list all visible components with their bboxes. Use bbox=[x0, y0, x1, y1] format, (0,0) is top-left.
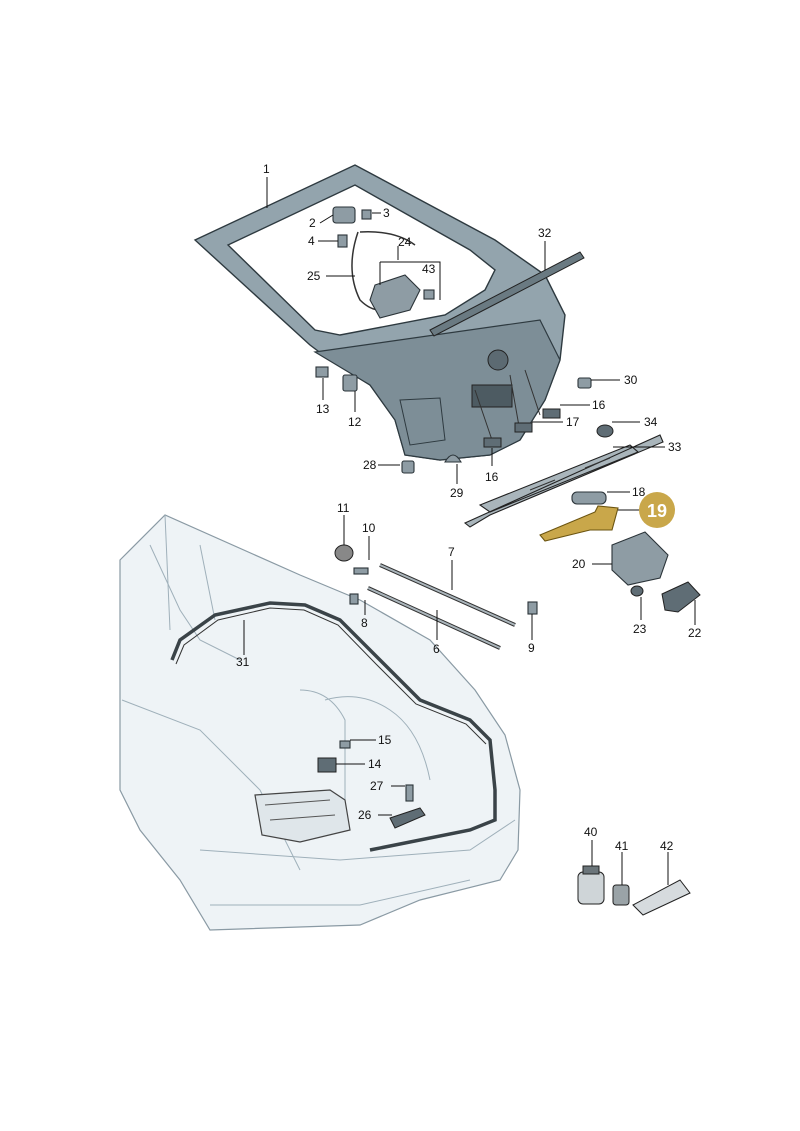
bolt-part bbox=[361, 209, 372, 220]
label-19: 19 bbox=[647, 501, 667, 521]
part-14 bbox=[317, 757, 337, 773]
part-29 bbox=[444, 454, 462, 463]
leader-lines bbox=[243, 177, 696, 885]
trunk-seal bbox=[170, 601, 497, 852]
badge-emblem bbox=[487, 349, 509, 371]
part-13 bbox=[315, 366, 329, 378]
label-32: 32 bbox=[538, 226, 552, 240]
label-2: 2 bbox=[309, 216, 316, 230]
hinge-part bbox=[332, 206, 356, 224]
switch-unit bbox=[661, 581, 701, 613]
part-30 bbox=[577, 377, 592, 389]
label-7: 7 bbox=[448, 545, 455, 559]
label-12: 12 bbox=[348, 415, 362, 429]
part-16-top bbox=[542, 408, 561, 419]
label-9: 9 bbox=[528, 641, 535, 655]
trunk-seal-inner bbox=[175, 607, 487, 745]
label-10: 10 bbox=[362, 521, 376, 535]
label-17: 17 bbox=[566, 415, 580, 429]
label-8: 8 bbox=[361, 616, 368, 630]
label-4: 4 bbox=[308, 234, 315, 248]
container-40 bbox=[577, 871, 605, 905]
label-6: 6 bbox=[433, 642, 440, 656]
plate-recess bbox=[471, 384, 513, 408]
label-42: 42 bbox=[660, 839, 674, 853]
label-30: 30 bbox=[624, 373, 638, 387]
label-11: 11 bbox=[337, 501, 350, 515]
label-13: 13 bbox=[316, 402, 330, 416]
label-34: 34 bbox=[644, 415, 658, 429]
container-41 bbox=[612, 884, 630, 906]
label-33: 33 bbox=[668, 440, 682, 454]
label-20: 20 bbox=[572, 557, 586, 571]
label-15: 15 bbox=[378, 733, 392, 747]
screw-part bbox=[337, 234, 348, 248]
label-14: 14 bbox=[368, 757, 382, 771]
label-3: 3 bbox=[383, 206, 390, 220]
part-12 bbox=[342, 374, 358, 392]
latch-unit bbox=[611, 531, 669, 586]
car-body bbox=[119, 514, 521, 931]
part-15 bbox=[339, 740, 351, 749]
part-9 bbox=[527, 601, 538, 615]
label-16-top: 16 bbox=[592, 398, 606, 412]
label-22: 22 bbox=[688, 626, 702, 640]
label-28: 28 bbox=[363, 458, 377, 472]
label-23: 23 bbox=[633, 622, 647, 636]
handle-part bbox=[571, 491, 607, 505]
label-16-bottom: 16 bbox=[485, 470, 499, 484]
label-24: 24 bbox=[398, 235, 412, 249]
label-41: 41 bbox=[615, 839, 629, 853]
tail-light bbox=[254, 789, 351, 843]
bolt-43 bbox=[423, 289, 435, 300]
part-11 bbox=[334, 544, 354, 562]
part-labels: 1 2 3 4 24 25 43 32 30 16 17 34 33 13 12… bbox=[236, 162, 702, 853]
part-34 bbox=[596, 424, 614, 438]
spoiler-strip bbox=[429, 251, 585, 337]
part-26 bbox=[389, 807, 426, 829]
part-28 bbox=[401, 460, 415, 474]
part-8 bbox=[349, 593, 359, 605]
label-43: 43 bbox=[422, 262, 436, 276]
highlight-callout-circle bbox=[639, 492, 675, 528]
label-29: 29 bbox=[450, 486, 464, 500]
motor-unit bbox=[369, 274, 421, 319]
label-26: 26 bbox=[358, 808, 372, 822]
grommet-23 bbox=[630, 585, 644, 597]
part-10 bbox=[353, 567, 369, 575]
label-25: 25 bbox=[307, 269, 321, 283]
tube-42 bbox=[632, 879, 691, 916]
tailgate-lid bbox=[193, 164, 585, 461]
part-17 bbox=[514, 422, 533, 433]
label-40: 40 bbox=[584, 825, 598, 839]
label-18: 18 bbox=[632, 485, 646, 499]
label-27: 27 bbox=[370, 779, 384, 793]
label-31: 31 bbox=[236, 655, 250, 669]
part-27 bbox=[405, 784, 414, 802]
release-lever-19 bbox=[539, 505, 619, 542]
part-16-bottom bbox=[483, 437, 502, 448]
trim-strip bbox=[463, 434, 664, 528]
label-1: 1 bbox=[263, 162, 270, 176]
